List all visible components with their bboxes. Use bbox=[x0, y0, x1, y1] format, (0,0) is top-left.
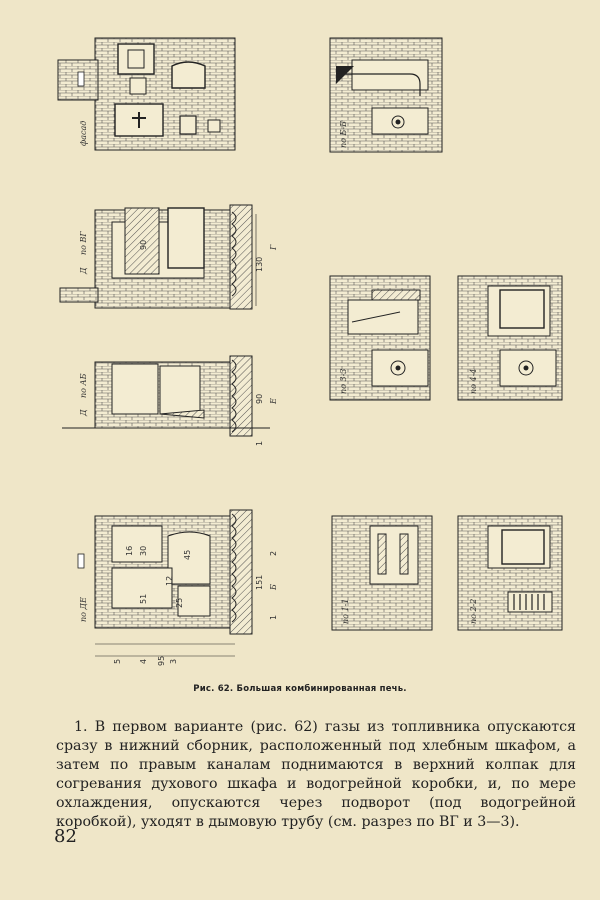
page-number: 82 bbox=[54, 826, 77, 847]
figure-caption: Рис. 62. Большая комбинированная печь. bbox=[193, 684, 407, 694]
label-dim-95: 95 bbox=[157, 656, 166, 666]
label-dim-30: 30 bbox=[139, 546, 148, 556]
section-11-view: по 1-1 bbox=[331, 515, 433, 631]
section-33-view: по 3-3 bbox=[329, 275, 431, 401]
label-mark-5: 5 bbox=[113, 659, 122, 664]
label-mark-3: 3 bbox=[169, 659, 178, 664]
label-letter-d-vg: Д bbox=[79, 267, 88, 275]
label-letter-e-ab: Е bbox=[269, 398, 278, 405]
section-ab-view: 90 1 по АБ Д Е bbox=[62, 355, 278, 446]
label-letter-g: Г bbox=[269, 244, 278, 251]
label-section-vg: по ВГ bbox=[79, 231, 88, 255]
label-facade: фасад bbox=[79, 121, 88, 146]
label-dim-25: 25 bbox=[175, 598, 184, 608]
label-mark-10: 1 bbox=[255, 441, 264, 446]
section-de-view: 30 45 16 51 25 12 151 95 5 4 3 2 1 по ДЕ… bbox=[77, 509, 278, 666]
label-section-de: по ДЕ bbox=[79, 597, 88, 622]
label-section-ab: по АБ bbox=[79, 373, 88, 398]
body-paragraph: 1. В первом варианте (рис. 62) газы из т… bbox=[56, 719, 576, 830]
label-dim-45: 45 bbox=[183, 550, 192, 560]
label-section-bb: по Б-Б bbox=[339, 121, 348, 148]
section-22-view: по 2-2 bbox=[457, 515, 563, 631]
label-dim-16: 16 bbox=[125, 546, 134, 556]
label-mark-1: 1 bbox=[269, 615, 278, 620]
label-dim-12: 12 bbox=[165, 576, 174, 586]
label-dim-90-ab: 90 bbox=[255, 394, 264, 404]
label-section-33: по 3-3 bbox=[339, 369, 348, 394]
section-vg-view: 90 130 по ВГ Д Г bbox=[59, 204, 278, 310]
label-section-11: по 1-1 bbox=[341, 599, 350, 624]
label-section-44: по 4-4 bbox=[469, 369, 478, 394]
stove-drawings: фасад по Б-Б 90 130 по ВГ Д bbox=[57, 37, 563, 666]
label-mark-2: 2 bbox=[269, 551, 278, 556]
label-mark-4: 4 bbox=[139, 659, 148, 664]
label-dim-90-vg: 90 bbox=[139, 240, 148, 250]
facade-view: фасад bbox=[57, 37, 236, 151]
label-section-22: по 2-2 bbox=[469, 599, 478, 624]
section-bb-view: по Б-Б bbox=[329, 37, 443, 153]
label-letter-d-ab: Д bbox=[79, 409, 88, 417]
label-dim-151: 151 bbox=[255, 575, 264, 590]
label-letter-b: Б bbox=[269, 584, 278, 591]
section-44-view: по 4-4 bbox=[457, 275, 563, 401]
label-dim-51: 51 bbox=[139, 594, 148, 604]
label-dim-130: 130 bbox=[255, 257, 264, 272]
